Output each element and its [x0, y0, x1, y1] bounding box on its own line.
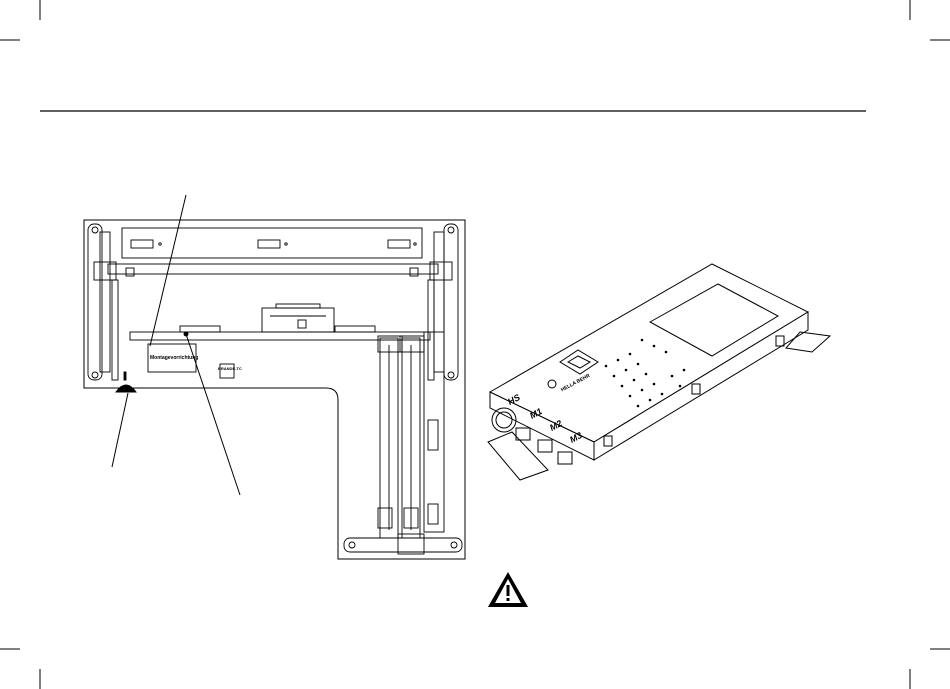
warning-triangle-icon [486, 570, 530, 610]
mounting-device-label: Montagevorrichtung [150, 355, 198, 361]
mounting-frame-drawing [84, 195, 465, 559]
control-unit-drawing [488, 264, 830, 480]
type-plate-label: BRANDE-TC [218, 366, 242, 371]
